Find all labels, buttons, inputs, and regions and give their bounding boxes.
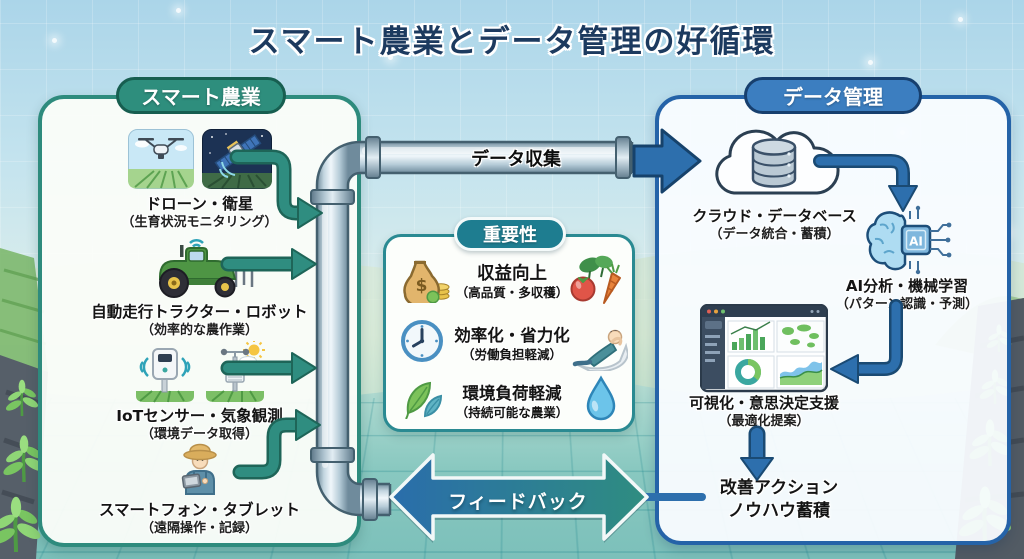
item-drone-satellite: ドローン・衛星 （生育状況モニタリング） [42,129,357,232]
glow-node [388,55,393,60]
glow-node [868,60,873,65]
svg-text:$: $ [416,276,428,296]
item-sub: （環境データ取得） [140,427,258,442]
cloud-database-icon [715,129,840,195]
item-label: スマートフォン・タブレット [98,501,301,519]
item-label2: ノウハウ蓄積 [728,501,830,521]
item-ai-analysis: AI AI分析・機械学習 （パターン認識・予測） [809,203,1005,314]
item-cloud-database: クラウド・データベース （データ統合・蓄積） [667,115,882,244]
vegetables-icon [570,255,621,304]
item-sub: （生育状況モニタリング） [121,215,278,230]
data-management-header-pill: データ管理 [744,77,922,114]
data-management-panel: クラウド・データベース （データ統合・蓄積） AI AI分析・機械学習 （パター… [655,95,1011,545]
item-label: 可視化・意思決定支援 [688,394,839,412]
svg-text:AI: AI [909,235,923,249]
weather-station-icon [205,341,265,403]
tractor-icon [158,238,256,298]
ai-brain-icon: AI [866,205,952,275]
item-sub: （最適化提案） [718,414,810,429]
water-drop-icon [586,375,616,421]
drone-icon [127,129,194,189]
row-label: 効率化・省力化 [454,326,570,345]
farmer-tablet-icon [181,443,217,495]
importance-row-text: 環境負荷軽減 （持続可能な農業） [436,383,588,421]
importance-header-pill: 重要性 [454,217,566,251]
satellite-icon [201,129,272,189]
item-sub: （効率的な農作業） [140,323,258,338]
item-label: IoTセンサー・気象観測 [116,407,283,425]
data-collection-label: データ収集 [471,149,561,170]
row-label: 環境負荷軽減 [462,384,562,403]
item-smartphone-tablet: スマートフォン・タブレット （遠隔操作・記録） [42,439,357,538]
item-label: AI分析・機械学習 [845,277,969,295]
item-label: ドローン・衛星 [145,195,254,213]
glow-node [176,8,181,13]
iot-sensor-icon [135,348,194,403]
item-iot-weather: IoTセンサー・気象観測 （環境データ取得） [42,341,357,444]
smart-agriculture-header-pill: スマート農業 [116,77,286,114]
row-sub: （持続可能な農業） [455,405,569,420]
row-sub: （労働負担軽減） [461,347,562,362]
item-label: 自動走行トラクター・ロボット [91,303,308,321]
feedback-label: フィードバック [448,491,588,513]
item-label: 改善アクション [719,478,839,498]
item-visualization: 可視化・意思決定支援 （最適化提案） [664,304,864,431]
importance-row-text: 効率化・省力化 （労働負担軽減） [436,325,588,363]
glow-node [958,17,963,22]
importance-box: $ 収益向上 （高品質・多収穫） 効率化・省力化 （労働負担 [383,234,635,432]
item-sub: （遠隔操作・記録） [140,521,258,536]
smart-agriculture-panel: ドローン・衛星 （生育状況モニタリング） 自動走行トラクター・ロボット （効率的… [38,95,361,547]
page-title: スマート農業とデータ管理の好循環 [248,24,776,60]
relaxing-person-icon [572,329,628,371]
item-tractor: 自動走行トラクター・ロボット （効率的な農作業） [42,237,357,340]
item-label: クラウド・データベース [692,207,857,225]
item-improvement-action: 改善アクション ノウハウ蓄積 [679,477,879,523]
item-sub: （データ統合・蓄積） [709,227,840,242]
glow-node [52,38,57,43]
dashboard-icon [700,304,828,393]
